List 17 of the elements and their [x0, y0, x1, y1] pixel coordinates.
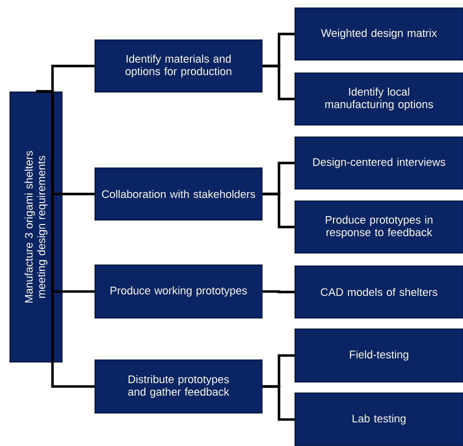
task-box: Produce working prototypes: [94, 264, 262, 318]
task-box: Identify materials and options for production: [94, 40, 262, 92]
connector-line: [262, 385, 294, 421]
subtask-box: Weighted design matrix: [294, 8, 463, 60]
goal-box: Manufacture 3 origami shelters meeting design requirements: [10, 92, 62, 362]
subtask-box: Lab testing: [294, 392, 463, 446]
subtask-box: Design-centered interviews: [294, 136, 463, 190]
task-box: Collaboration with stakeholders: [94, 167, 262, 220]
subtask-box: Identify local manufacturing options: [294, 72, 463, 126]
connector-line: [262, 64, 294, 100]
connector-line: [36, 90, 94, 388]
connector-line: [262, 290, 294, 294]
subtask-box: Field-testing: [294, 328, 463, 382]
subtask-box: Produce prototypes in response to feedback: [294, 200, 463, 254]
connector-line: [262, 192, 294, 228]
subtask-box: CAD models of shelters: [294, 265, 463, 318]
task-box: Distribute prototypes and gather feedback: [94, 359, 262, 414]
